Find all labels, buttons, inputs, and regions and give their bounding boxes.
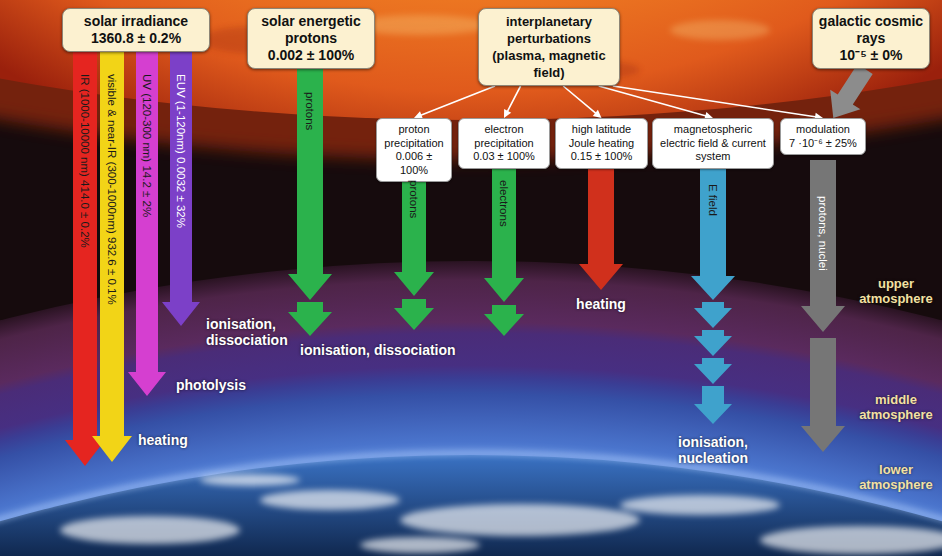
layer-label: upper atmosphere <box>856 276 936 306</box>
process-box: modulation7 ·10⁻⁶ ± 25% <box>780 118 866 155</box>
flux-arrow <box>801 160 845 332</box>
particle-label: protons <box>407 180 421 218</box>
process-box: electron precipitation0.03 ± 100% <box>458 118 550 169</box>
effect-label: ionisation, nucleation <box>668 434 758 466</box>
particle-label: protons, nuclei <box>816 196 830 271</box>
flux-arrow <box>691 160 735 300</box>
box-value: 10⁻⁵ ± 0% <box>818 47 924 64</box>
earth <box>0 455 942 556</box>
flux-arrow <box>65 50 105 466</box>
box-heading: solar irradiance <box>68 13 204 30</box>
box-heading: magnetospheric electric field & current … <box>658 123 768 164</box>
layer-label: middle atmosphere <box>856 392 936 422</box>
flux-arrow <box>801 338 845 452</box>
box-heading: modulation <box>786 123 860 137</box>
box-value: 7 ·10⁻⁶ ± 25% <box>786 137 860 151</box>
spectral-band-label: EUV (1-120nm) 0.0032 ± 32% <box>174 74 188 228</box>
source-box: solar irradiance1360.8 ± 0.2% <box>62 8 210 52</box>
connector-line <box>599 85 714 120</box>
connector-line <box>563 85 602 118</box>
process-box: magnetospheric electric field & current … <box>652 118 774 169</box>
flux-arrow <box>484 160 524 302</box>
flux-arrow <box>694 330 732 356</box>
spectral-band-label: IR (1000-10000 nm) 414.0 ± 0.2% <box>78 74 92 248</box>
box-heading: electron precipitation <box>464 123 544 150</box>
source-box: galactic cosmic rays10⁻⁵ ± 0% <box>812 8 930 69</box>
effect-label: ionisation, dissociation <box>206 316 301 348</box>
box-heading: galactic cosmic rays <box>818 13 924 47</box>
process-box: proton precipitation0.006 ± 100% <box>376 118 452 182</box>
field-label: E field <box>706 184 720 216</box>
flux-arrow <box>579 160 623 290</box>
box-heading: high latitude Joule heating <box>561 123 642 150</box>
source-box: interplanetary perturbations (plasma, ma… <box>478 8 620 86</box>
flux-arrows <box>65 50 845 466</box>
influence-arrow <box>504 86 521 118</box>
flux-arrow <box>694 302 732 328</box>
connector-line <box>613 85 823 121</box>
particle-label: electrons <box>497 180 511 227</box>
effect-label: photolysis <box>176 377 246 393</box>
source-box: solar energetic protons0.002 ± 100% <box>247 8 375 69</box>
influence-arrow <box>599 85 714 120</box>
box-heading: interplanetary perturbations (plasma, ma… <box>484 13 614 81</box>
effect-label: ionisation, dissociation <box>300 342 456 358</box>
process-box: high latitude Joule heating0.15 ± 100% <box>555 118 648 169</box>
box-value: 0.03 ± 100% <box>464 150 544 164</box>
flux-arrow <box>694 386 732 424</box>
flux-arrow <box>694 358 732 384</box>
box-value: 0.002 ± 100% <box>253 47 369 64</box>
flux-arrow <box>394 299 434 330</box>
box-heading: solar energetic protons <box>253 13 369 47</box>
spectral-band-label: visible & near-IR (300-1000nm) 932.6 ± 0… <box>105 74 119 305</box>
flux-arrow <box>288 60 332 300</box>
clouds <box>60 474 942 554</box>
flux-arrow <box>288 302 332 336</box>
influence-arrow <box>414 85 495 119</box>
effect-label: heating <box>138 432 188 448</box>
horizon-glow <box>0 453 942 556</box>
effect-label: heating <box>576 296 626 312</box>
thick-flow-arrow <box>830 64 873 118</box>
influence-arrow <box>613 85 823 121</box>
connector-line <box>830 64 873 118</box>
box-value: 0.15 ± 100% <box>561 150 642 164</box>
flux-arrow <box>92 50 132 462</box>
connector-line <box>414 85 495 119</box>
spectral-band-label: UV (120-300 nm) 14.2 ± 2% <box>140 74 154 217</box>
particle-label: protons <box>303 92 317 130</box>
flux-arrow <box>162 50 200 326</box>
box-heading: proton precipitation <box>382 123 446 150</box>
box-value: 1360.8 ± 0.2% <box>68 30 204 47</box>
flux-arrow <box>484 305 524 336</box>
connector-line <box>504 86 521 118</box>
influence-arrow <box>563 85 602 118</box>
layer-label: lower atmosphere <box>856 462 936 492</box>
box-value: 0.006 ± 100% <box>382 150 446 177</box>
flux-arrow <box>128 50 166 396</box>
